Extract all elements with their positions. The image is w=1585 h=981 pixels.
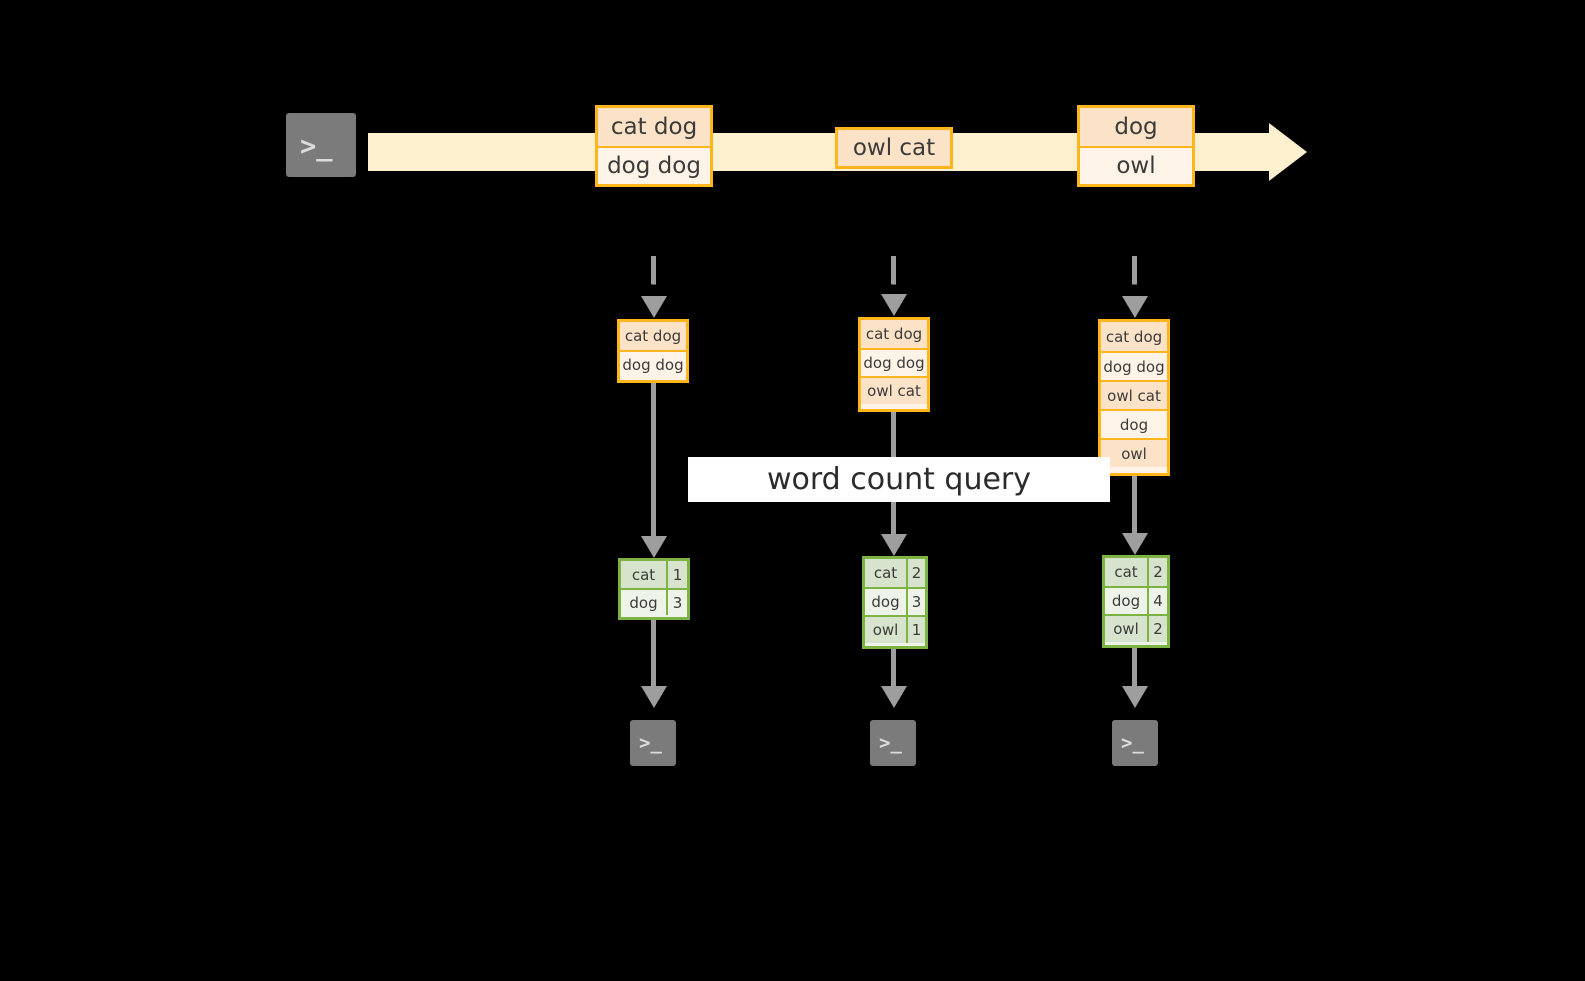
snapshot-row: dog dog	[861, 348, 927, 376]
result-table-2[interactable]: cat 2 dog 3 owl 1	[862, 556, 928, 649]
snapshot-row: dog	[1101, 409, 1167, 438]
snapshot-trigger-arrowhead-2	[881, 294, 907, 316]
stream-record: owl cat	[838, 130, 950, 166]
terminal-prompt-glyph: >_	[1121, 732, 1144, 754]
snapshot-trigger-arrowhead-1	[641, 296, 667, 318]
stream-group-2[interactable]: owl cat	[835, 127, 953, 169]
query-banner: word count query	[688, 457, 1110, 502]
sink-arrowhead-3	[1122, 686, 1148, 708]
result-word-cell: cat	[1105, 558, 1147, 586]
result-word-cell: owl	[1105, 616, 1147, 642]
result-count-cell: 3	[666, 590, 687, 615]
result-count-cell: 2	[1147, 616, 1167, 642]
stream-record: cat dog	[598, 108, 710, 146]
stream-record: dog	[1080, 108, 1192, 146]
result-word-cell: dog	[865, 589, 906, 615]
snapshot-row: cat dog	[861, 320, 927, 348]
result-row: cat 1	[621, 561, 687, 588]
result-word-cell: cat	[865, 559, 906, 587]
sink-line-1	[651, 620, 656, 688]
stream-record: owl	[1080, 146, 1192, 184]
query-arrowhead-3	[1122, 533, 1148, 555]
snapshot-trigger-line-3	[1132, 256, 1137, 302]
result-word-cell: dog	[1105, 588, 1147, 614]
source-terminal-icon[interactable]: >_	[277, 104, 365, 186]
snapshot-trigger-line-1	[651, 256, 656, 302]
sink-terminal-icon-3[interactable]: >_	[1103, 711, 1167, 775]
result-word-cell: cat	[621, 561, 666, 588]
result-row: dog 3	[621, 588, 687, 615]
snapshot-row: owl cat	[1101, 380, 1167, 409]
result-row: owl 2	[1105, 614, 1167, 642]
snapshot-table-1[interactable]: cat dog dog dog	[617, 319, 689, 383]
result-count-cell: 1	[906, 617, 925, 643]
stream-group-1[interactable]: cat dog dog dog	[595, 105, 713, 187]
stream-group-3[interactable]: dog owl	[1077, 105, 1195, 187]
result-row: dog 4	[1105, 586, 1167, 614]
sink-arrowhead-2	[881, 686, 907, 708]
snapshot-row: dog dog	[620, 350, 686, 378]
sink-arrowhead-1	[641, 686, 667, 708]
result-table-1[interactable]: cat 1 dog 3	[618, 558, 690, 620]
snapshot-row: cat dog	[620, 322, 686, 350]
terminal-body	[630, 720, 676, 766]
terminal-prompt-glyph: >_	[879, 732, 902, 754]
snapshot-row: owl cat	[861, 376, 927, 404]
terminal-prompt-glyph: >_	[300, 131, 333, 162]
stream-arrow-head	[1269, 123, 1307, 181]
query-line-1	[651, 383, 656, 538]
stream-record: dog dog	[598, 146, 710, 184]
sink-line-2	[891, 649, 896, 689]
terminal-body	[1112, 720, 1158, 766]
snapshot-table-3[interactable]: cat dog dog dog owl cat dog owl	[1098, 319, 1170, 476]
result-count-cell: 1	[666, 561, 687, 588]
result-count-cell: 4	[1147, 588, 1167, 614]
result-row: cat 2	[1105, 558, 1167, 586]
query-arrowhead-2	[881, 534, 907, 556]
result-count-cell: 3	[906, 589, 925, 615]
result-count-cell: 2	[906, 559, 925, 587]
result-row: dog 3	[865, 587, 925, 615]
sink-terminal-icon-1[interactable]: >_	[621, 711, 685, 775]
snapshot-trigger-arrowhead-3	[1122, 296, 1148, 318]
result-row: cat 2	[865, 559, 925, 587]
snapshot-row: owl	[1101, 438, 1167, 467]
sink-terminal-icon-2[interactable]: >_	[861, 711, 925, 775]
result-row: owl 1	[865, 615, 925, 643]
snapshot-row: cat dog	[1101, 322, 1167, 351]
result-word-cell: owl	[865, 617, 906, 643]
result-count-cell: 2	[1147, 558, 1167, 586]
query-arrowhead-1	[641, 536, 667, 558]
sink-line-3	[1132, 648, 1137, 689]
terminal-prompt-glyph: >_	[639, 732, 662, 754]
result-word-cell: dog	[621, 590, 666, 615]
snapshot-table-2[interactable]: cat dog dog dog owl cat	[858, 317, 930, 412]
terminal-body	[286, 113, 356, 177]
query-line-3	[1132, 476, 1137, 536]
snapshot-trigger-line-2	[891, 256, 896, 302]
terminal-body	[870, 720, 916, 766]
result-table-3[interactable]: cat 2 dog 4 owl 2	[1102, 555, 1170, 648]
snapshot-row: dog dog	[1101, 351, 1167, 380]
